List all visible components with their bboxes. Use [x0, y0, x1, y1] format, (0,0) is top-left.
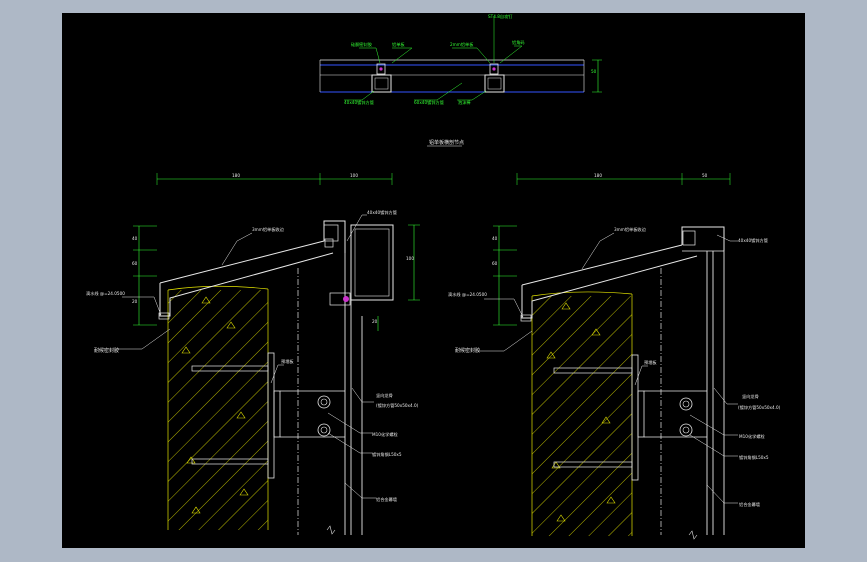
- right-label-plate: 预埋板: [644, 359, 657, 366]
- detail-left: 180 100 40 60 20: [86, 173, 420, 535]
- left-dim-right-1: 100: [406, 256, 414, 261]
- plan-label-6: 40x40镀锌方管: [344, 99, 374, 106]
- left-label-bolt: M10化学螺栓: [372, 431, 399, 438]
- left-label-angle: 镀锌角钢L50x5: [372, 451, 402, 458]
- plan-label-5: 铝角码: [512, 39, 525, 46]
- right-label-seal: 耐候密封胶: [455, 347, 480, 354]
- left-label-tube: 40x40镀锌方管: [367, 209, 397, 216]
- left-dim-side-1: 40: [132, 236, 138, 241]
- right-label-facade: 铝合金幕墙: [739, 501, 760, 508]
- plan-label-2: 铝单板: [392, 41, 405, 48]
- right-dim-side-1: 40: [492, 236, 498, 241]
- left-dim-top-2: 100: [350, 173, 358, 178]
- plan-view: 50 硅酮密封胶 铝单板 2mm铝单板 ST4.8自攻钉 铝角码 40x40镀锌…: [319, 13, 602, 147]
- right-label-panel: 3mm铝单板收边: [614, 226, 647, 233]
- right-label-keel-1: 竖向龙骨: [742, 393, 759, 400]
- right-dim-top-2: 50: [702, 173, 708, 178]
- left-label-facade: 铝合金幕墙: [376, 496, 397, 503]
- right-dim-side-2: 60: [492, 261, 498, 266]
- plan-caption: 铝单板横剖节点: [429, 139, 464, 146]
- plan-label-1: 硅酮密封胶: [351, 41, 372, 48]
- left-dim-side-3: 20: [132, 299, 138, 304]
- right-label-keel-2: (镀锌方管50x50x4.0): [738, 404, 781, 411]
- left-label-plate: 预埋板: [281, 358, 294, 365]
- plan-label-4: ST4.8自攻钉: [488, 13, 513, 20]
- plan-label-8: 泡沫棒: [458, 99, 471, 106]
- drawing-canvas: 50 硅酮密封胶 铝单板 2mm铝单板 ST4.8自攻钉 铝角码 40x40镀锌…: [62, 13, 805, 548]
- left-label-keel-2: (镀锌方管50x50x4.0): [376, 402, 419, 409]
- plan-label-7: 60x40镀锌方管: [414, 99, 444, 106]
- left-label-panel: 3mm铝单板收边: [252, 226, 285, 233]
- left-label-seal: 耐候密封胶: [94, 347, 119, 354]
- plan-label-3: 2mm铝单板: [450, 41, 474, 48]
- left-dim-right-2: 20: [372, 319, 378, 324]
- detail-right: 180 50 40 60: [448, 173, 781, 540]
- left-dim-top-1: 180: [232, 173, 240, 178]
- plan-dim-right: 50: [591, 69, 597, 74]
- left-label-keel-1: 竖向龙骨: [376, 392, 393, 399]
- cad-drawing: 50 硅酮密封胶 铝单板 2mm铝单板 ST4.8自攻钉 铝角码 40x40镀锌…: [86, 13, 781, 540]
- right-dim-top-1: 180: [594, 173, 602, 178]
- right-label-drip: 滴水线 @=24.0500: [448, 291, 487, 298]
- left-dim-side-2: 60: [132, 261, 138, 266]
- right-label-bolt: M10化学螺栓: [739, 433, 766, 440]
- right-label-tube: 40x40镀锌方管: [738, 237, 768, 244]
- right-label-angle: 镀锌角钢L50x5: [739, 454, 769, 461]
- left-label-drip: 滴水线 @=24.0500: [86, 290, 125, 297]
